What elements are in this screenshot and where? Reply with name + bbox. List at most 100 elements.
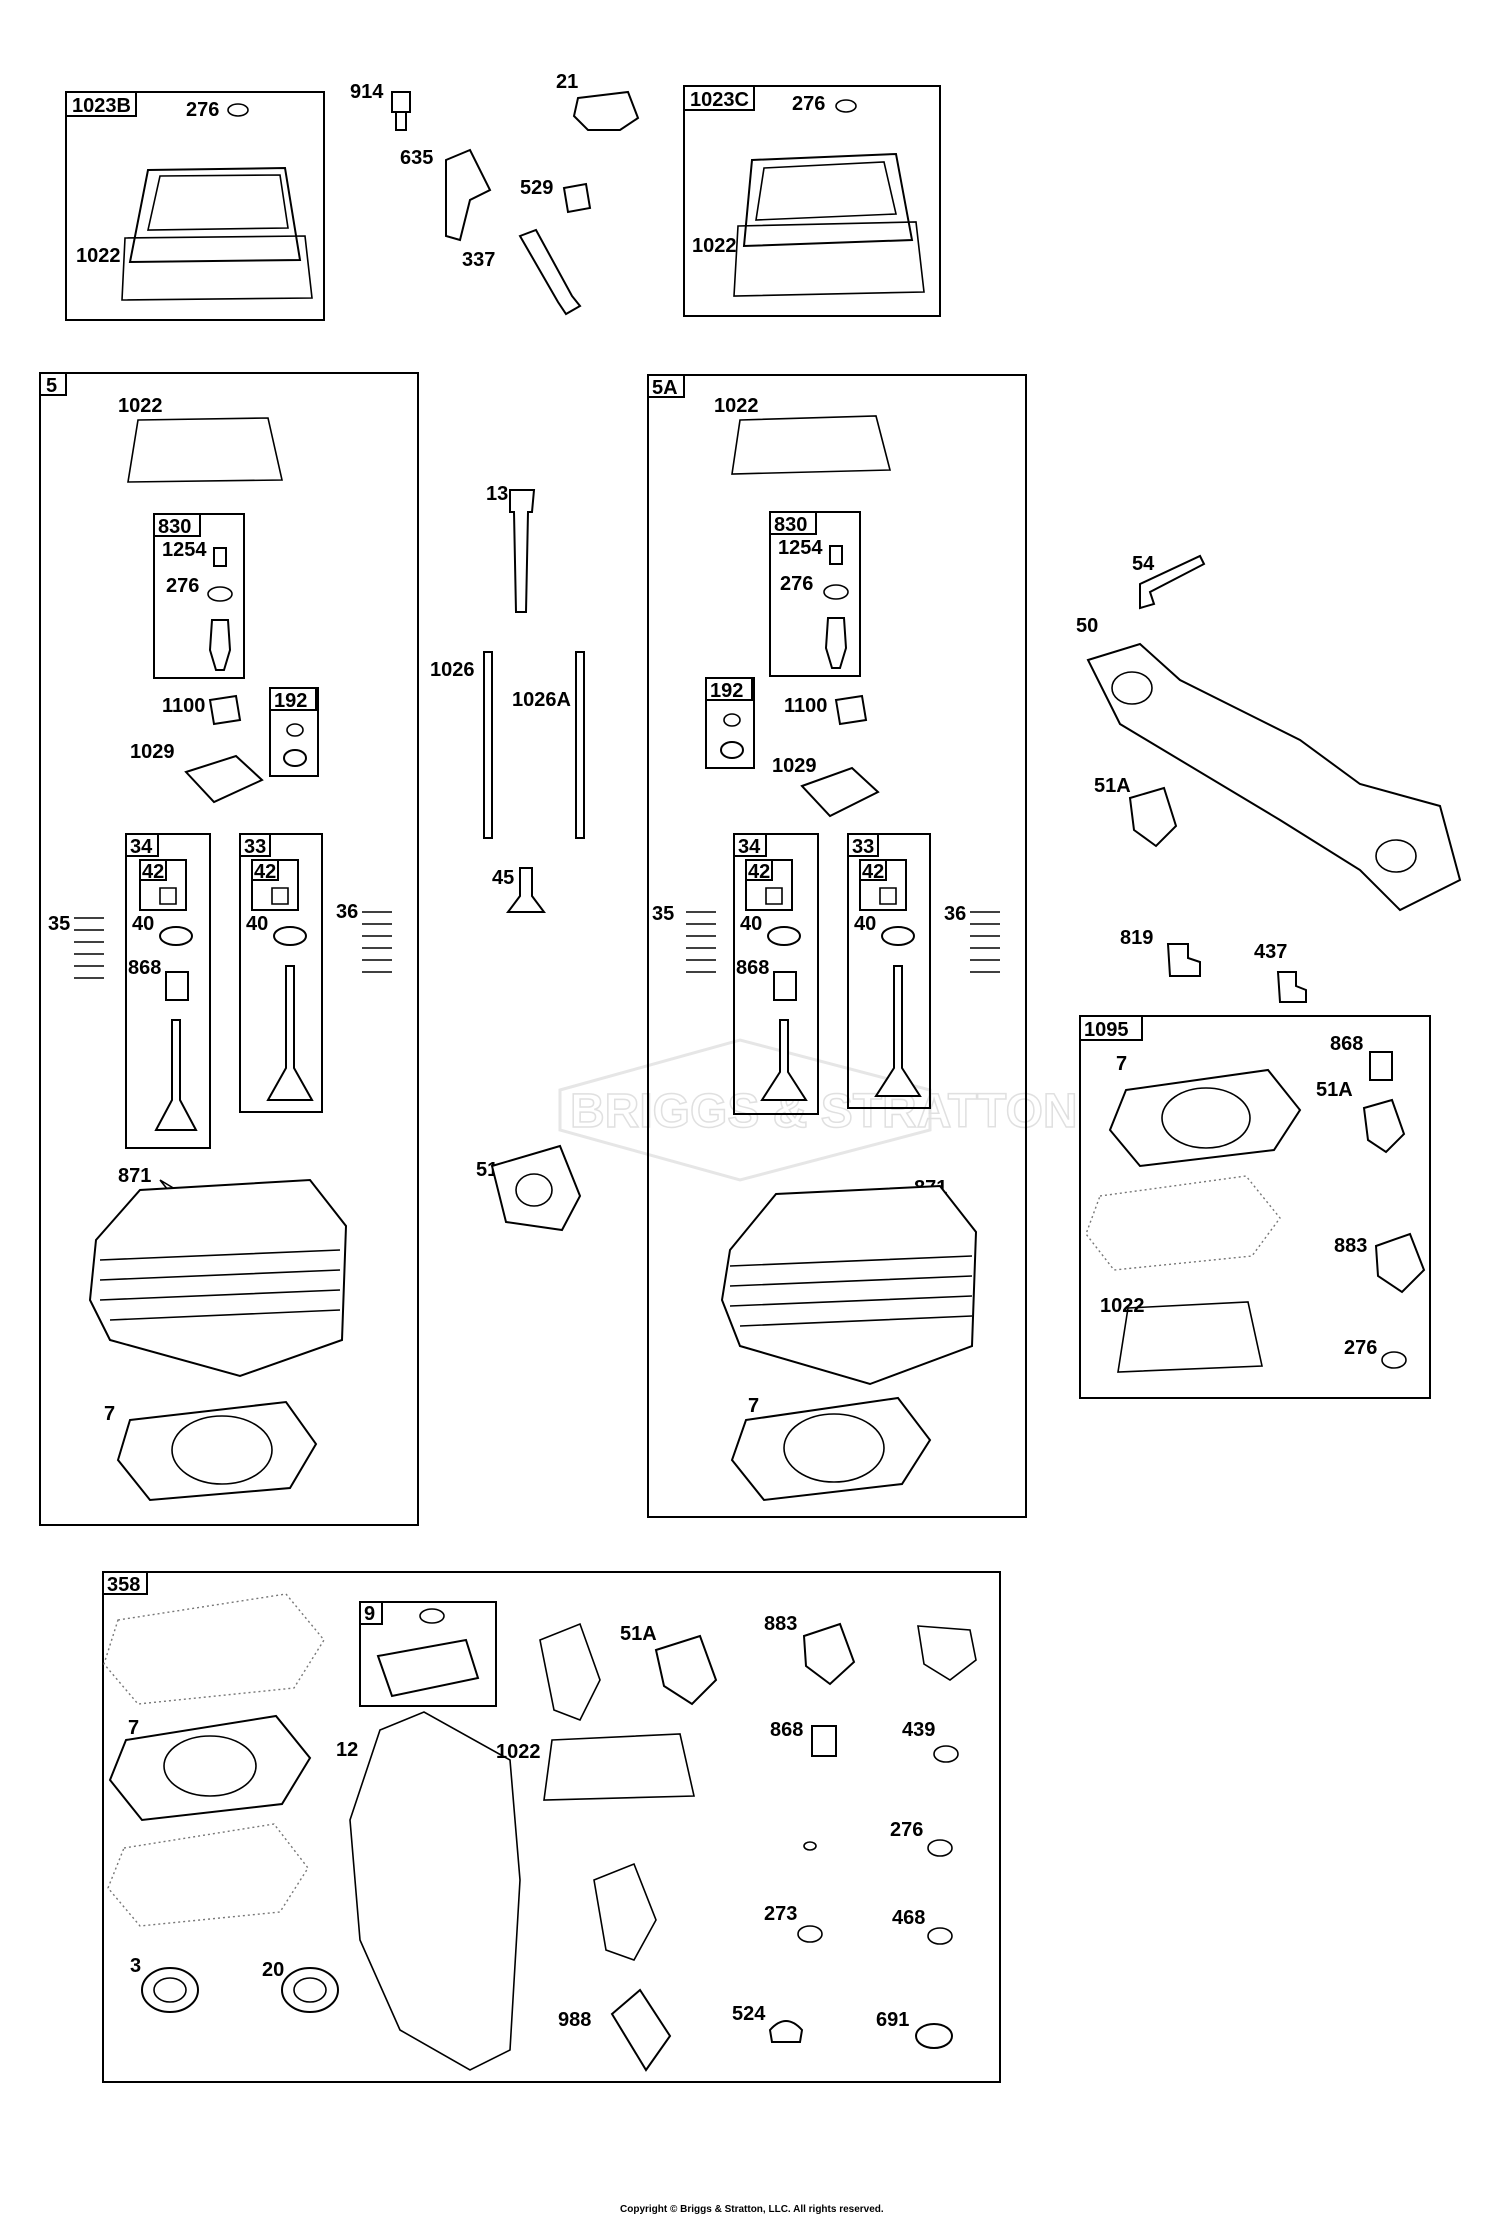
rocker-arm-icon	[184, 754, 264, 804]
label-529: 529	[520, 177, 553, 199]
valve-keeper-icon	[159, 887, 177, 905]
kit-33-b[interactable]: 33 42 40	[847, 833, 931, 1109]
label-35: 35	[48, 913, 70, 935]
kit-9[interactable]: 9	[359, 1601, 497, 1707]
watermark-logo: BRIGGS & STRATTON	[558, 1038, 1078, 1182]
label-7-1095: 7	[1116, 1053, 1127, 1075]
label-20: 20	[262, 1959, 284, 1981]
label-868-358: 868	[770, 1719, 803, 1741]
label-51A-358: 51A	[620, 1623, 657, 1645]
label-1100-b: 1100	[784, 695, 827, 717]
head-gasket-icon	[116, 1400, 318, 1502]
label-819: 819	[1120, 927, 1153, 949]
gasket-frame-icon	[376, 1638, 480, 1698]
label-40-c: 40	[740, 913, 762, 935]
label-871: 871	[118, 1165, 151, 1187]
label-276-358: 276	[890, 1819, 923, 1841]
label-276: 276	[186, 99, 219, 121]
cover-gasket-icon	[731, 415, 892, 475]
kit-5[interactable]: 5 1022 830 1254 276 1100 192 1029 34	[39, 372, 419, 1526]
plug-icon	[768, 2020, 804, 2043]
valve-spring-icon	[686, 911, 716, 973]
valve-keeper-icon	[879, 887, 897, 905]
spark-plug-boot-icon	[445, 148, 492, 242]
label-883: 883	[1334, 1235, 1367, 1257]
oil-seal-icon	[915, 2023, 953, 2049]
washer-icon	[927, 1927, 953, 1945]
label-439: 439	[902, 1719, 935, 1741]
rocker-stud-icon	[208, 619, 232, 671]
kit-1095[interactable]: 1095 7 868 51A 883 1022 276	[1079, 1015, 1431, 1399]
label-1022-c: 1022	[692, 235, 737, 257]
head-gasket-ghost-icon	[1085, 1175, 1281, 1271]
kit-5A[interactable]: 5A 1022 830 1254 276 192 1100 1029 34	[647, 374, 1027, 1518]
label-7-b: 7	[748, 1395, 759, 1417]
kit-42-label-b: 42	[748, 861, 770, 883]
label-35-b: 35	[652, 903, 674, 925]
head-gasket-icon	[730, 1396, 932, 1502]
washer-icon	[927, 1839, 953, 1857]
label-40: 40	[132, 913, 154, 935]
label-868-b: 868	[736, 957, 769, 979]
kit-1023C[interactable]: 1023C 276 1022	[683, 85, 941, 317]
kit-5A-label: 5A	[652, 377, 678, 399]
screw-437-icon	[1276, 971, 1307, 1003]
nut-icon	[720, 741, 744, 759]
kit-5-label: 5	[46, 375, 57, 397]
kit-42-label-c: 42	[862, 861, 884, 883]
label-40-d: 40	[854, 913, 876, 935]
valve-keeper-icon	[271, 887, 289, 905]
label-7-358: 7	[128, 1717, 139, 1739]
spring-retainer-icon	[273, 926, 307, 946]
valve-seal-icon	[1369, 1051, 1393, 1081]
cover-gasket-icon	[1117, 1301, 1263, 1373]
kit-192-label: 192	[274, 690, 307, 712]
label-51: 51	[476, 1159, 498, 1181]
washer-icon	[723, 713, 741, 727]
screw-819-icon	[1166, 943, 1201, 977]
rocker-nut-icon	[213, 547, 227, 567]
intake-manifold-icon	[1086, 642, 1462, 912]
kit-830[interactable]: 830 1254 276	[153, 513, 245, 679]
kit-192[interactable]: 192	[269, 687, 319, 777]
kit-1023B[interactable]: 1023B 276 1022	[65, 91, 325, 321]
cover-gasket-icon	[543, 1733, 695, 1801]
label-988: 988	[558, 2009, 591, 2031]
valve-keeper-icon	[765, 887, 783, 905]
label-337: 337	[462, 249, 495, 271]
washer-icon	[419, 1608, 445, 1624]
kit-33-label: 33	[244, 836, 266, 858]
kit-358[interactable]: 358 7 9 51A 883 12 1022 868 439 276 273	[102, 1571, 1001, 2083]
label-36: 36	[336, 901, 358, 923]
cap-21-icon	[572, 90, 640, 131]
kit-192-b[interactable]: 192	[705, 677, 755, 769]
valve-seal-icon	[165, 971, 189, 1001]
kit-42-label-2: 42	[254, 861, 276, 883]
kit-34[interactable]: 34 42 40 868	[125, 833, 211, 1149]
label-635: 635	[400, 147, 433, 169]
label-1026A: 1026A	[512, 689, 571, 711]
breather-gasket-icon	[610, 1988, 672, 2072]
kit-34-label: 34	[130, 836, 153, 858]
kit-34-b[interactable]: 34 42 40 868	[733, 833, 819, 1115]
label-1022-1095: 1022	[1100, 1295, 1145, 1317]
intake-gasket-icon	[490, 1144, 582, 1232]
valve-icon	[760, 1019, 808, 1101]
valve-cover-icon	[128, 166, 302, 264]
label-691: 691	[876, 2009, 909, 2031]
washer-icon	[933, 1745, 959, 1763]
label-13: 13	[486, 483, 508, 505]
washer-icon	[1381, 1351, 1407, 1369]
washer-icon	[823, 584, 849, 600]
rocker-nut-icon	[829, 545, 843, 565]
copyright-text: Copyright © Briggs & Stratton, LLC. All …	[620, 2204, 884, 2215]
label-36-b: 36	[944, 903, 966, 925]
cylinder-head-icon	[720, 1184, 978, 1386]
label-883-358: 883	[764, 1613, 797, 1635]
kit-33[interactable]: 33 42 40	[239, 833, 323, 1113]
kit-830-b[interactable]: 830 1254 276	[769, 511, 861, 677]
label-276-c: 276	[792, 93, 825, 115]
exhaust-gasket-icon	[917, 1625, 977, 1681]
label-524: 524	[732, 2003, 766, 2025]
label-45: 45	[492, 867, 514, 889]
